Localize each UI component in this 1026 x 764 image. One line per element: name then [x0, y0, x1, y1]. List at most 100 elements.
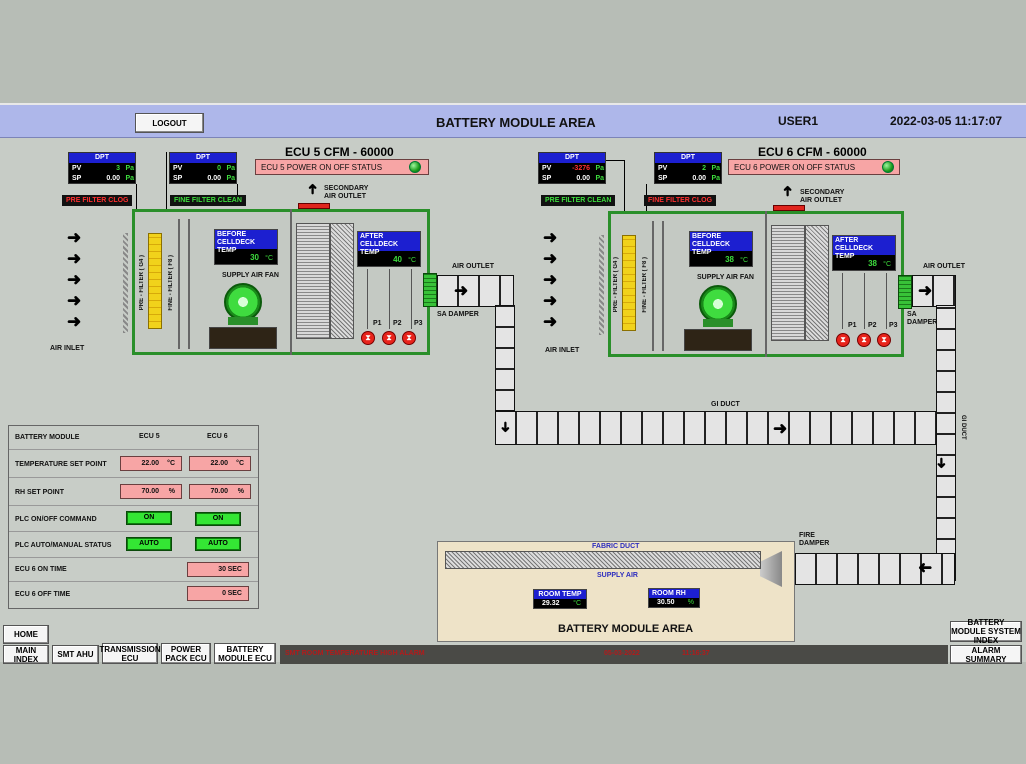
- datetime: 2022-03-05 11:17:07: [890, 114, 1003, 128]
- alarm-summary-button[interactable]: ALARM SUMMARY: [950, 645, 1022, 664]
- alarm-banner: SMT ROOM TEMPERATURE HIGH ALARM 05-03-20…: [280, 645, 948, 664]
- ecu6-plc-on-button[interactable]: ON: [195, 512, 241, 526]
- page-title: BATTERY MODULE AREA: [436, 115, 596, 130]
- logout-button[interactable]: LOGOUT: [135, 113, 204, 133]
- ecu5-sa-damper: [423, 273, 437, 307]
- ecu6-sa-damper: [898, 275, 912, 309]
- flow-arrow-icon: ➜: [497, 421, 514, 433]
- ecu5-temp-setpoint[interactable]: 22.00°C: [120, 456, 182, 471]
- ecu5-auto-button[interactable]: AUTO: [126, 537, 172, 551]
- ecu6-fine-filter-flag: FINE FILTER CLOG: [644, 195, 717, 206]
- ecu5-fine-filter-flag: FINE FILTER CLEAN: [170, 195, 246, 206]
- table-row: PLC ON/OFF COMMAND ON ON: [9, 506, 258, 532]
- ecu5-title: ECU 5 CFM - 60000: [285, 145, 394, 159]
- ecu6-temp-setpoint[interactable]: 22.00°C: [189, 456, 251, 471]
- inlet-arrow-icon: ➜: [67, 312, 82, 331]
- ecu5-pre-filter-flag: PRE FILTER CLOG: [62, 195, 133, 206]
- battery-module-ecu-button[interactable]: BATTERY MODULE ECU: [214, 643, 276, 664]
- room-title: BATTERY MODULE AREA: [558, 623, 694, 635]
- ecu6-air-inlet-label: AIR INLET: [545, 347, 580, 354]
- table-row: PLC AUTO/MANUAL STATUS AUTO AUTO: [9, 532, 258, 558]
- ecu5-pump-p1[interactable]: ⧗: [361, 331, 375, 345]
- ecu6-pre-filter: [622, 235, 636, 331]
- ecu6-status-lamp: [882, 161, 894, 173]
- ecu5-outlet-duct: [437, 275, 514, 307]
- ecu5-rh-setpoint[interactable]: 70.00%: [120, 484, 182, 499]
- ecu5-before-celldeck-temp: BEFORE CELLDECK TEMP 30°C: [214, 229, 278, 265]
- flow-arrow-icon: ➜: [454, 281, 469, 300]
- ecu5-mist-eliminator: [330, 223, 354, 339]
- main-index-button[interactable]: MAIN INDEX: [3, 645, 49, 664]
- transmission-ecu-button[interactable]: TRANSMISSION ECU: [99, 643, 161, 664]
- smt-ahu-button[interactable]: SMT AHU: [52, 645, 99, 664]
- flow-arrow-icon: ➜: [918, 558, 933, 577]
- ecu6-before-celldeck-temp: BEFORE CELLDECK TEMP 38°C: [689, 231, 753, 267]
- header-bar: LOGOUT BATTERY MODULE AREA USER1 2022-03…: [0, 105, 1026, 138]
- inlet-arrow-icon: ➜: [543, 228, 558, 247]
- secondary-outlet-arrow-icon: ➜: [303, 183, 320, 195]
- ecu6-pump-p2[interactable]: ⧗: [857, 333, 871, 347]
- inlet-arrow-icon: ➜: [543, 291, 558, 310]
- supply-fan-icon: [224, 283, 262, 321]
- flow-arrow-icon: ➜: [933, 457, 950, 469]
- ecu6-vertical-duct: [936, 305, 956, 581]
- ecu5-after-celldeck-temp: AFTER CELLDECK TEMP 40°C: [357, 231, 421, 267]
- inlet-arrow-icon: ➜: [543, 312, 558, 331]
- ecu6-pump-p1[interactable]: ⧗: [836, 333, 850, 347]
- battery-module-system-index-button[interactable]: BATTERY MODULE SYSTEM INDEX: [950, 618, 1022, 645]
- gi-duct: [495, 411, 940, 445]
- ecu6-outlet-duct: [912, 275, 956, 307]
- table-row: RH SET POINT 70.00% 70.00%: [9, 478, 258, 506]
- inlet-arrow-icon: ➜: [67, 249, 82, 268]
- supply-fan-icon: [699, 285, 737, 323]
- ecu5-vertical-duct: [495, 305, 515, 411]
- ecu6-power-status: ECU 6 POWER ON OFF STATUS: [728, 159, 900, 175]
- flow-arrow-icon: ➜: [918, 281, 933, 300]
- ecu6-rh-setpoint[interactable]: 70.00%: [189, 484, 251, 499]
- ecu5-plc-on-button[interactable]: ON: [126, 511, 172, 525]
- ecu6-fan-base: [684, 329, 752, 351]
- flow-arrow-icon: ➜: [773, 419, 788, 438]
- inlet-arrow-icon: ➜: [67, 228, 82, 247]
- fabric-duct: [445, 551, 761, 569]
- ecu6-pre-filter-flag: PRE FILTER CLEAN: [541, 195, 616, 206]
- room-temp-display: ROOM TEMP 29.32 °C: [533, 589, 587, 609]
- secondary-outlet-arrow-icon: ➜: [778, 185, 795, 197]
- ecu5-pre-filter: [148, 233, 162, 329]
- ecu5-power-status: ECU 5 POWER ON OFF STATUS: [255, 159, 429, 175]
- power-pack-ecu-button[interactable]: POWER PACK ECU: [161, 643, 211, 664]
- inlet-arrow-icon: ➜: [67, 270, 82, 289]
- ecu6-secondary-damper: [773, 205, 805, 211]
- ecu6-mist-eliminator: [805, 225, 829, 341]
- ecu6-after-celldeck-temp: AFTER CELLDECK TEMP 38°C: [832, 235, 896, 271]
- ecu5-air-inlet-label: AIR INLET: [50, 345, 85, 352]
- inlet-arrow-icon: ➜: [67, 291, 82, 310]
- settings-table: BATTERY MODULE ECU 5 ECU 6 TEMPERATURE S…: [8, 425, 259, 609]
- home-button[interactable]: HOME: [3, 625, 49, 644]
- ecu5-pump-p2[interactable]: ⧗: [382, 331, 396, 345]
- ecu5-pump-p3[interactable]: ⧗: [402, 331, 416, 345]
- ecu6-pump-p3[interactable]: ⧗: [877, 333, 891, 347]
- ecu6-auto-button[interactable]: AUTO: [195, 537, 241, 551]
- ecu6-celldeck: [771, 225, 805, 341]
- supply-duct: [795, 553, 955, 585]
- ecu5-celldeck: [296, 223, 330, 339]
- user-name: USER1: [778, 114, 819, 128]
- table-row: TEMPERATURE SET POINT 22.00°C 22.00°C: [9, 450, 258, 478]
- room-rh-display: ROOM RH 30.50 %: [648, 588, 700, 608]
- inlet-arrow-icon: ➜: [543, 249, 558, 268]
- ecu6-title: ECU 6 CFM - 60000: [758, 145, 867, 159]
- ecu5-secondary-damper: [298, 203, 330, 209]
- ecu5-status-lamp: [409, 161, 421, 173]
- inlet-arrow-icon: ➜: [543, 270, 558, 289]
- scada-screen: LOGOUT BATTERY MODULE AREA USER1 2022-03…: [0, 103, 1026, 664]
- ecu5-fan-base: [209, 327, 277, 349]
